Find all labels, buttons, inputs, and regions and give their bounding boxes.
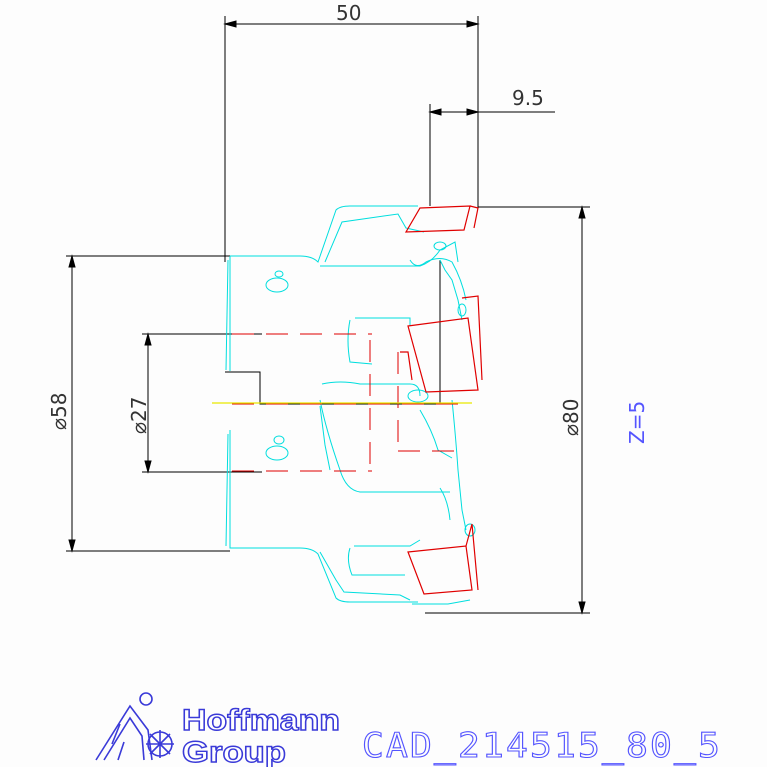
logo-figure-icon	[95, 692, 174, 761]
dim-cutter-diameter-label: ⌀80	[559, 399, 583, 437]
dim-insert-width-label: 9.5	[512, 86, 544, 110]
hoffmann-logo: Hoffmann Group	[95, 692, 341, 767]
cutting-inserts	[400, 205, 483, 595]
dim-shank-diameter-label: ⌀58	[47, 393, 71, 431]
cad-code-label: CAD_214515_80_5	[362, 726, 722, 766]
logo-line1: Hoffmann	[182, 704, 340, 737]
dimension-lines	[66, 16, 590, 615]
logo-line2: Group	[182, 736, 286, 767]
bore-centerlines	[232, 333, 470, 472]
teeth-count-label: Z=5	[625, 401, 649, 444]
cutter-body	[225, 205, 476, 605]
dim-bore-diameter-label: ⌀27	[127, 397, 151, 435]
dim-length-label: 50	[336, 1, 361, 25]
